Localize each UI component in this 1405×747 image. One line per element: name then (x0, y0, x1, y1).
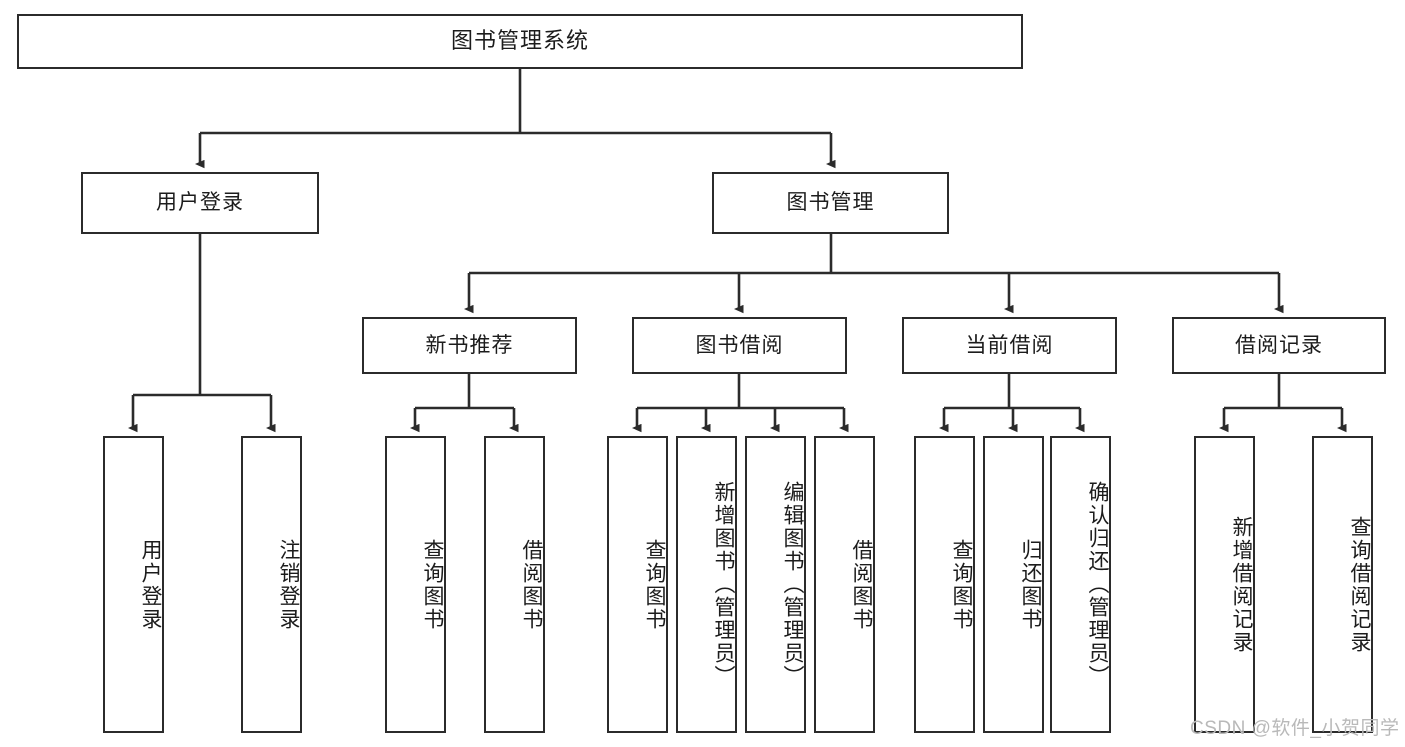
watermark-text: CSDN @软件_小贺同学 (1190, 718, 1400, 739)
node-borrow-record[interactable]: 借阅记录 (1172, 317, 1386, 374)
node-label: 确认归还（管理员） (1086, 481, 1109, 688)
node-label: 用户登录 (156, 191, 244, 215)
node-leaf-rec-borrow[interactable]: 借阅图书 (484, 436, 545, 733)
node-root-system[interactable]: 图书管理系统 (17, 14, 1023, 69)
node-book-manage[interactable]: 图书管理 (712, 172, 949, 234)
node-leaf-rec-add[interactable]: 新增借阅记录 (1194, 436, 1255, 733)
node-leaf-cur-query[interactable]: 查询图书 (914, 436, 975, 733)
node-label: 新增借阅记录 (1230, 515, 1253, 654)
node-label: 归还图书 (1019, 538, 1042, 631)
node-leaf-cur-return[interactable]: 归还图书 (983, 436, 1044, 733)
node-label: 编辑图书（管理员） (781, 481, 804, 688)
node-label: 查询图书 (950, 538, 973, 631)
node-label: 图书借阅 (695, 333, 784, 357)
node-leaf-rec-query2[interactable]: 查询借阅记录 (1312, 436, 1373, 733)
node-user-login[interactable]: 用户登录 (81, 172, 319, 234)
node-leaf-borrow-query[interactable]: 查询图书 (607, 436, 668, 733)
node-label: 用户登录 (139, 538, 162, 631)
node-new-book-rec[interactable]: 新书推荐 (362, 317, 577, 374)
node-book-borrow[interactable]: 图书借阅 (632, 317, 847, 374)
node-leaf-borrow-lend[interactable]: 借阅图书 (814, 436, 875, 733)
node-leaf-user-login[interactable]: 用户登录 (103, 436, 164, 733)
node-label: 图书管理系统 (450, 28, 589, 54)
node-label: 借阅图书 (520, 538, 543, 631)
node-label: 注销登录 (277, 538, 300, 631)
node-label: 图书管理 (786, 191, 875, 215)
node-label: 借阅图书 (850, 538, 873, 631)
node-label: 查询图书 (421, 538, 444, 631)
node-label: 查询图书 (643, 538, 666, 631)
node-leaf-user-logout[interactable]: 注销登录 (241, 436, 302, 733)
node-label: 新增图书（管理员） (712, 481, 735, 688)
node-leaf-rec-query[interactable]: 查询图书 (385, 436, 446, 733)
node-current-borrow[interactable]: 当前借阅 (902, 317, 1117, 374)
node-label: 借阅记录 (1235, 333, 1323, 357)
node-leaf-borrow-edit[interactable]: 编辑图书（管理员） (745, 436, 806, 733)
node-label: 新书推荐 (425, 333, 514, 357)
node-leaf-cur-confirm[interactable]: 确认归还（管理员） (1050, 436, 1111, 733)
node-label: 当前借阅 (965, 333, 1054, 357)
node-leaf-borrow-add[interactable]: 新增图书（管理员） (676, 436, 737, 733)
node-label: 查询借阅记录 (1348, 515, 1371, 654)
